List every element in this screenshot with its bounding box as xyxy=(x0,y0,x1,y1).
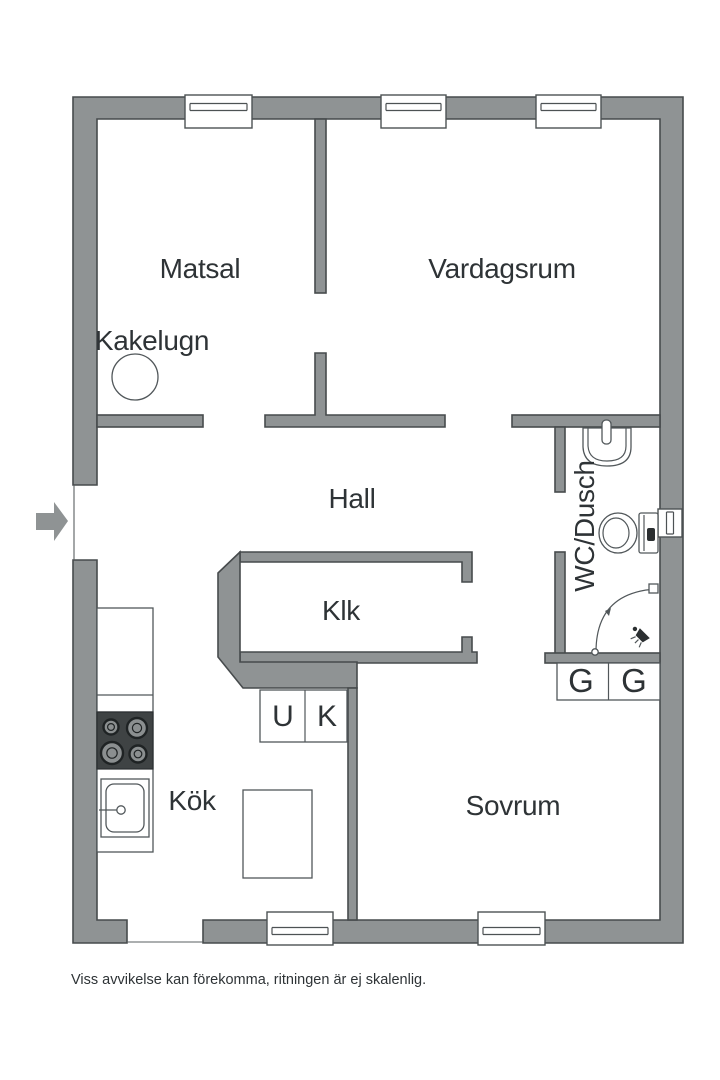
label-wc-dusch: WC/Dusch xyxy=(569,460,600,591)
exterior-wall-lower-left xyxy=(72,559,128,944)
wall-kok-sovrum xyxy=(347,687,358,921)
entrance-arrow-icon xyxy=(36,502,68,541)
wall-wc-left-upper xyxy=(554,426,566,493)
kitchen-fixtures xyxy=(96,607,313,879)
wall-wc-top xyxy=(511,414,661,428)
wall-klk-chamfer xyxy=(217,550,358,689)
exterior-wall xyxy=(72,96,684,944)
shower-icon xyxy=(591,583,659,656)
wall-klk-bottom xyxy=(239,636,478,664)
walls xyxy=(36,96,684,944)
kitchen-sink-icon xyxy=(99,778,150,838)
label-cabinet-k: K xyxy=(317,700,337,733)
label-kakelugn: Kakelugn xyxy=(95,325,209,356)
label-cabinet-u: U xyxy=(272,700,294,733)
label-sovrum: Sovrum xyxy=(466,790,561,821)
kitchen-table xyxy=(242,789,313,879)
wardrobes xyxy=(556,662,661,701)
wall-hall-center-t xyxy=(264,352,446,428)
label-matsal: Matsal xyxy=(160,253,241,284)
label-kok: Kök xyxy=(168,785,217,816)
window-icon xyxy=(380,94,447,129)
window-icon xyxy=(184,94,253,129)
wall-hall-left xyxy=(96,414,204,428)
uk-cabinets xyxy=(259,689,348,743)
tiled-stove-circle-icon xyxy=(111,353,159,401)
bathroom-sink-icon xyxy=(582,419,632,467)
labels: Matsal Kakelugn Vardagsrum Hall Klk WC/D… xyxy=(71,253,647,988)
label-hall: Hall xyxy=(328,483,375,514)
window-icon xyxy=(477,911,546,946)
label-klk: Klk xyxy=(322,595,361,626)
wall-matsal-vardagsrum xyxy=(314,118,327,294)
wall-wc-left-lower xyxy=(554,551,566,659)
bathroom-fixtures xyxy=(582,419,659,656)
window-icon xyxy=(266,911,334,946)
windows xyxy=(184,94,683,946)
window-icon xyxy=(535,94,602,129)
disclaimer-text: Viss avvikelse kan förekomma, ritningen … xyxy=(71,972,426,988)
wc-wall-window-icon xyxy=(657,508,683,538)
stove-icon xyxy=(96,711,154,770)
toilet-icon xyxy=(598,512,659,554)
label-wardrobe-g2: G xyxy=(621,662,647,699)
label-wardrobe-g1: G xyxy=(568,662,594,699)
wall-klk-top xyxy=(239,551,473,583)
label-vardagsrum: Vardagsrum xyxy=(428,253,575,284)
